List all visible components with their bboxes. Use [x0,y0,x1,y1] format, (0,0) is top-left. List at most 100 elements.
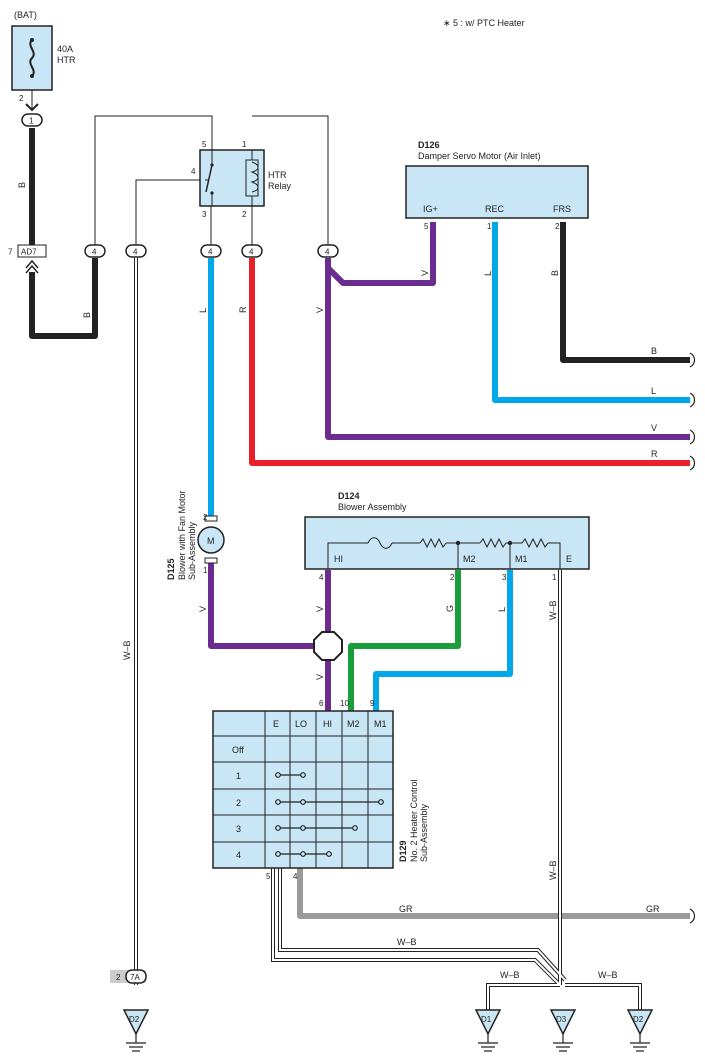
heater-col-e: E [273,719,279,729]
heater-row-off: Off [232,745,244,755]
damper-terminal-ig: IG+ [423,204,438,214]
wire-gray [297,868,690,919]
wire-label-v6: V [315,674,325,680]
wire-label-l4: L [497,607,507,612]
thermal-fuse-icon [367,537,393,549]
damper-pin-2: 2 [555,222,560,231]
connector-ad7-pin: 7 [8,248,13,257]
heater-pin-4: 4 [293,872,298,881]
heater-pin-5: 5 [266,872,271,881]
fuse-rating: 40A [57,44,73,54]
wire-label-wb4: W–B [397,937,417,947]
blower-pin-4: 4 [319,573,324,582]
relay-sub: Relay [268,181,292,191]
wire-label-wb5: W–B [500,970,520,980]
damper-terminal-frs: FRS [553,204,571,214]
conn4-d: 4 [249,248,254,257]
wire-label-b4: B [651,346,657,356]
connector-1-label: 1 [29,117,34,126]
relay-pin-3: 3 [202,210,207,219]
conn4-e: 4 [325,248,330,257]
heater-row-3: 3 [236,824,241,834]
wire-label-r2: R [651,449,658,459]
wire-label-b2: B [82,312,92,318]
relay-pin-5: 5 [202,140,207,149]
wire-label-b3: B [550,270,560,276]
heater-pin-10: 10 [340,699,349,708]
blower-terminal-m1: M1 [515,554,528,564]
ground-d3: D3 [556,1015,567,1024]
blower-motor-symbol: M [207,536,215,546]
ground-d2-right: D2 [633,1015,644,1024]
heater-control-switch-positions [275,772,384,857]
connector-ad7-label: AD7 [21,248,37,257]
blower-pin-2: 2 [450,573,455,582]
wire-label-r1: R [238,306,248,313]
blower-terminal-e: E [566,554,572,564]
blower-pin-3: 3 [502,573,507,582]
wire-label-v5: V [315,606,325,612]
wire-ends [689,352,696,924]
relay-pin-1: 1 [242,140,247,149]
blower-internal-circuit [327,537,561,569]
blower-motor-icon [197,526,225,554]
wire-black-fuse [29,128,690,363]
fuse-40a-htr [11,25,53,112]
relay-pin-2: 2 [242,210,247,219]
blower-motor-code: D125 [166,558,176,580]
wire-label-g: G [445,605,455,612]
blower-motor-name2: Sub-Assembly [187,521,197,580]
heater-pin-6: 6 [319,699,324,708]
ground-d2-left: D2 [129,1015,140,1024]
connector-4-row [84,244,339,258]
connector-7a [125,969,147,984]
wire-label-gr1: GR [399,904,413,914]
connector-7a-pin: 2 [116,973,121,982]
heater-col-lo: LO [295,719,307,729]
wire-label-wb3: W–B [122,640,132,660]
heater-col-m2: M2 [347,719,360,729]
heater-ctrl-code: D129 [398,840,408,862]
conn4-c: 4 [208,248,213,257]
damper-code: D126 [418,140,440,150]
wire-label-wb6: W–B [598,970,618,980]
blower-pin-1: 1 [552,573,557,582]
wire-label-v2: V [420,270,430,276]
wire-label-l2: L [483,271,493,276]
heater-ctrl-name1: No. 2 Heater Control [409,779,419,862]
wire-label-wb2: W–B [548,860,558,880]
blower-terminal-m2: M2 [463,554,476,564]
blower-motor-name1: Blower with Fan Motor [177,490,187,580]
junction-connector [313,631,343,661]
ground-d1: D1 [481,1015,492,1024]
damper-servo-motor [405,165,589,219]
wire-label-b1: B [17,182,27,188]
connector-7a-label: 7A [130,973,140,982]
wire-green [348,570,461,712]
ground-symbols [122,1009,654,1036]
heater-ctrl-name2: Sub-Assembly [419,803,429,862]
bat-label: (BAT) [14,10,37,20]
heater-control-grid [212,710,394,869]
resistor-3-icon [521,537,549,549]
wire-label-gr2: GR [646,904,660,914]
connector-1 [21,113,43,127]
conn4-a: 4 [92,248,97,257]
blower-terminal-hi: HI [334,554,343,564]
blower-assy-name: Blower Assembly [338,502,407,512]
wire-label-l3: L [651,386,656,396]
heater-row-1: 1 [236,771,241,781]
ground-icon [126,1034,650,1052]
connector-ad7 [17,244,47,258]
wire-label-v3: V [651,423,657,433]
fuse-name: HTR [57,55,76,65]
relay-coil-icon [250,161,259,193]
heater-col-m1: M1 [374,719,387,729]
wire-label-v4: V [198,606,208,612]
wire-wb-inner [135,258,641,1010]
resistor-1-icon [419,537,447,549]
fuse-pin: 2 [19,94,24,103]
damper-name: Damper Servo Motor (Air Inlet) [418,151,541,161]
heater-col-hi: HI [323,719,332,729]
damper-pin-5: 5 [424,222,429,231]
